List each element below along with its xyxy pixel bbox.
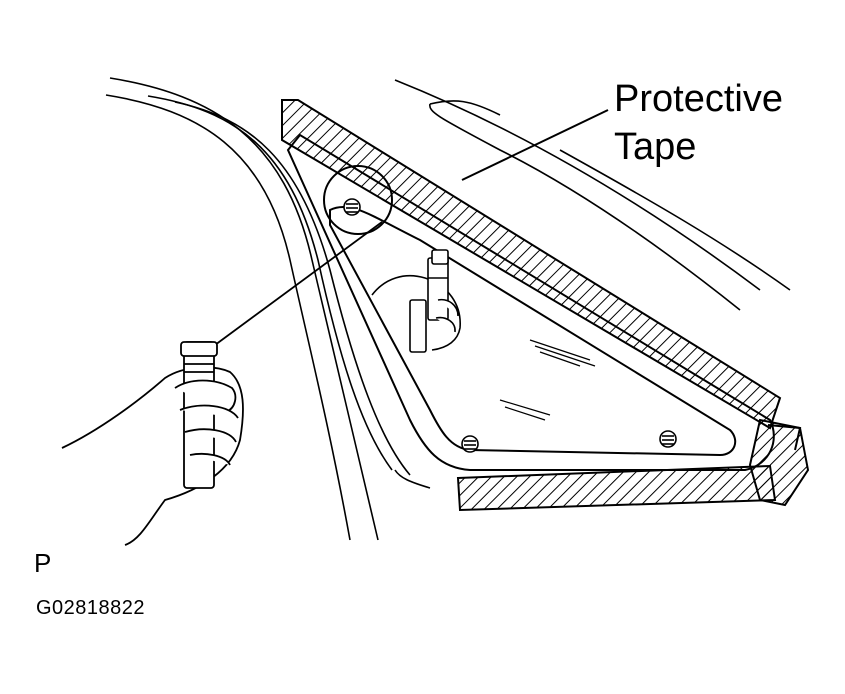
callout-leader-line	[461, 109, 609, 181]
glass-reflection-lines	[499, 339, 596, 421]
body-pillar-lines	[105, 77, 431, 541]
inner-hand-with-handle	[371, 249, 461, 353]
piano-wire	[214, 221, 383, 346]
stud-bottom-right	[659, 430, 677, 448]
roof-contour-lines	[394, 79, 791, 311]
protective-tape	[281, 99, 810, 512]
wire-handle-inner	[427, 257, 449, 321]
callout-label-protective: Protective	[614, 78, 783, 120]
figure-code: G02818822	[36, 597, 146, 619]
callout-label-tape: Tape	[614, 126, 697, 168]
stud-bottom-left	[461, 435, 479, 453]
view-letter: P	[34, 548, 52, 578]
mounting-studs	[343, 198, 677, 453]
stud-top-left	[343, 198, 361, 216]
left-hand-with-handle	[61, 341, 244, 546]
quarter-glass	[286, 133, 775, 471]
